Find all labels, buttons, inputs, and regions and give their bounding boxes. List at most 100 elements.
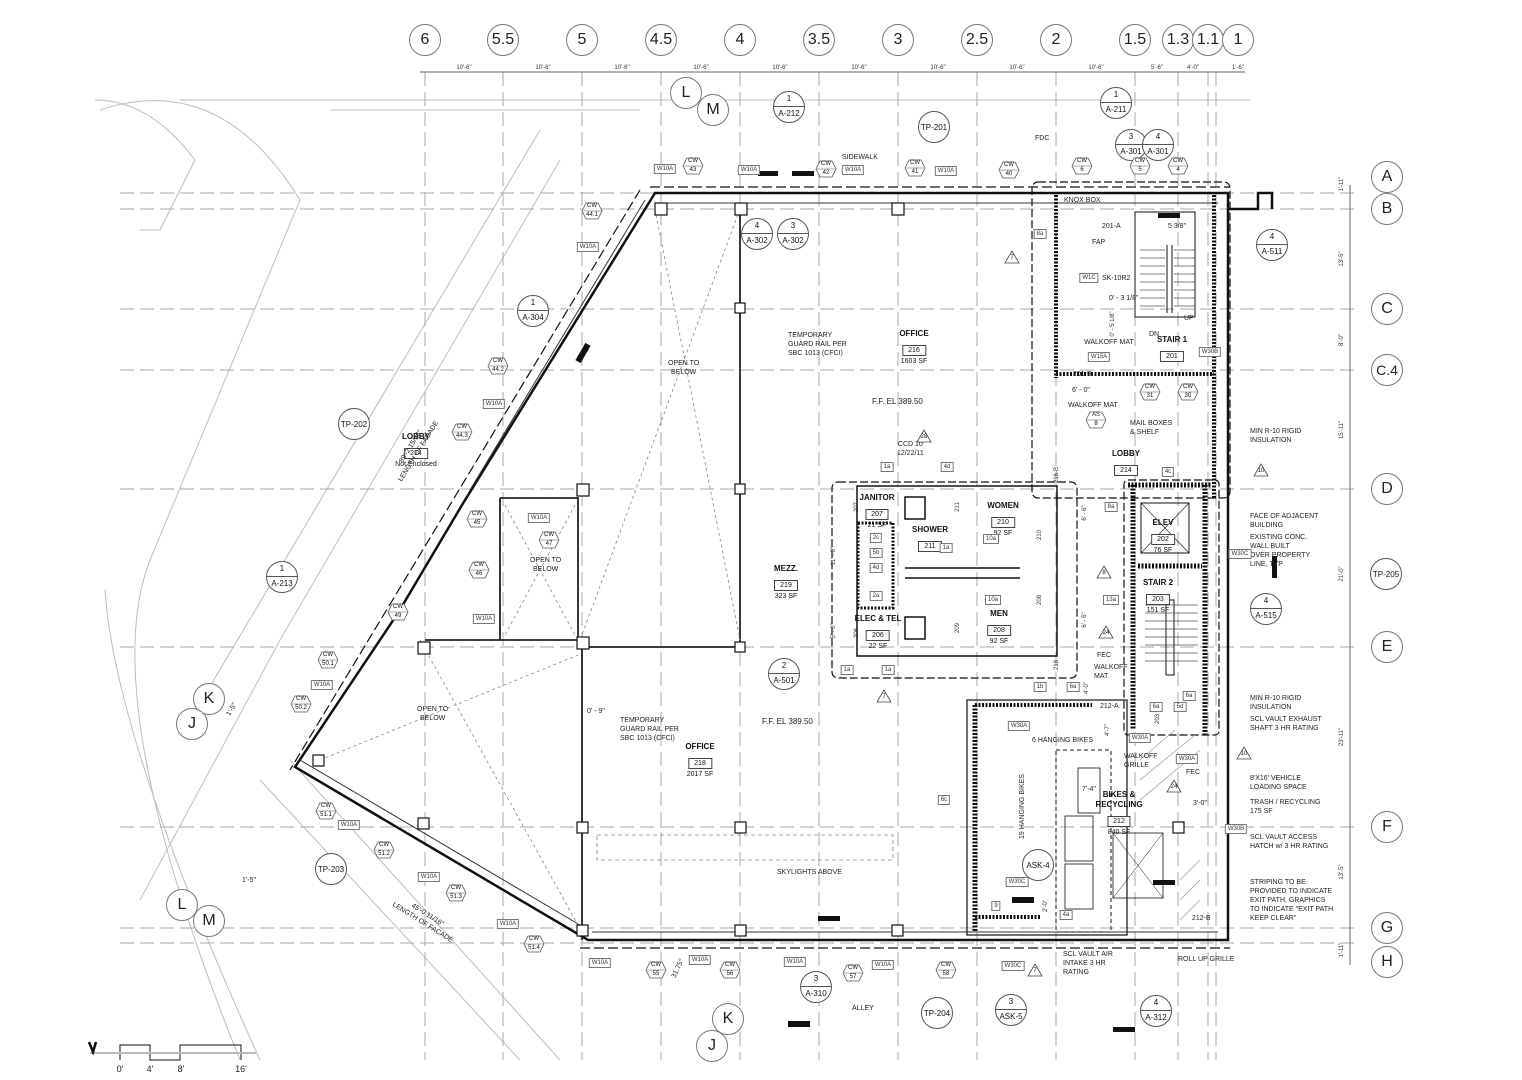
- view-marker-TP-202[interactable]: TP-202: [338, 408, 370, 440]
- window-tag: W10A: [337, 820, 361, 830]
- label-walkoff-grille: WALKOFF GRILLE: [1124, 753, 1158, 769]
- grid-bubble-5: 5: [566, 24, 598, 56]
- cw-type: CW: [910, 160, 920, 166]
- cw-type: CW: [688, 158, 698, 164]
- grid-bubble-3: 3: [882, 24, 914, 56]
- cw-type: CW: [1004, 162, 1014, 168]
- dim-7-4: 7'-4": [1082, 786, 1096, 793]
- dim-6-0: 6' - 0": [1072, 387, 1090, 394]
- revision-triangle-icon: 7: [1027, 963, 1043, 977]
- door-201-a: 201-A: [1102, 223, 1121, 230]
- grid-bubble-K-left: K: [193, 683, 225, 715]
- dim-3-0: 3'-0": [1193, 800, 1207, 807]
- door-212-b: 212-B: [1192, 915, 1211, 922]
- scale-label-4: 4': [146, 1064, 154, 1074]
- stair-1-treads: [1140, 249, 1195, 307]
- note-loading-space: 8'X16' VEHICLE LOADING SPACE: [1250, 775, 1307, 791]
- view-marker-ASK-4[interactable]: ASK-4: [1022, 849, 1054, 881]
- window-tag: W30C: [1228, 549, 1252, 559]
- door-tag: 6a: [1149, 702, 1163, 712]
- label-fap: FAP: [1092, 239, 1106, 246]
- cw-number: 51.1: [320, 812, 332, 818]
- door-tag: 1a: [880, 462, 894, 472]
- grid-spacing: 10'-6": [535, 65, 551, 71]
- cw-number: 56: [726, 971, 734, 977]
- window-tag: W10A: [653, 164, 677, 174]
- revision-number: 8: [1102, 570, 1106, 576]
- curtain-wall-inner: [299, 199, 1218, 933]
- label-walkoff-mat-3: WALKOFF MAT: [1094, 664, 1128, 680]
- note-trash-recycling: TRASH / RECYCLING 175 SF: [1250, 799, 1321, 815]
- skylight-outline: [596, 834, 894, 861]
- view-marker-TP-201[interactable]: TP-201: [918, 111, 950, 143]
- view-marker-TP-203[interactable]: TP-203: [315, 853, 347, 885]
- door-tag: 5b: [869, 548, 883, 558]
- window-tag: W10A: [688, 955, 712, 965]
- room-elev-202: ELEV 202 76 SF: [1151, 518, 1175, 554]
- door-number: 211: [955, 502, 961, 512]
- door-number: 206: [854, 627, 860, 639]
- revision-number: 7: [882, 694, 886, 700]
- revision-triangle-icon: 24: [1098, 625, 1114, 639]
- revision-number: 10: [1257, 468, 1265, 474]
- cw-number: 51.4: [528, 945, 540, 951]
- cw-number: 51.3: [450, 894, 462, 900]
- grid-spacing: 10'-6": [1088, 65, 1104, 71]
- revision-triangle-icon: 10: [1236, 746, 1252, 760]
- label-walkoff-mat-1: WALKOFF MAT: [1084, 339, 1134, 346]
- label-mail-boxes: MAIL BOXES & SHELF: [1130, 420, 1173, 436]
- cw-number: 45: [473, 520, 481, 526]
- grid-spacing: 5'-6": [1151, 65, 1163, 71]
- note-existing-wall: EXISTING CONC. WALL BUILT OVER PROPERTY …: [1250, 534, 1311, 568]
- grid-bubble-G: G: [1371, 912, 1403, 944]
- grid-spacing: 13'-5": [1339, 864, 1345, 880]
- door-number: 216-B: [1054, 466, 1060, 484]
- door-tag: 13a: [1102, 595, 1120, 605]
- restroom-core: [831, 481, 1078, 679]
- open-to-below-lines: [319, 208, 741, 926]
- door-tag: 8a: [1104, 502, 1118, 512]
- label-knox-box: KNOX BOX: [1064, 197, 1101, 204]
- cw-type: CW: [651, 962, 661, 968]
- grid-spacing: 10'-6": [851, 65, 867, 71]
- note-insulation-top: MIN R-10 RIGID INSULATION: [1250, 428, 1302, 444]
- view-marker-TP-205[interactable]: TP-205: [1370, 558, 1402, 590]
- cw-type: CW: [821, 161, 831, 167]
- label-19-hanging-bikes: 19 HANGING BIKES: [1018, 774, 1026, 839]
- cw-type: CW: [472, 511, 482, 517]
- grid-bubble-1: 1: [1222, 24, 1254, 56]
- door-tag: 10a: [984, 595, 1002, 605]
- elevation-marker-lower: F.F. EL 389.50: [762, 717, 813, 726]
- grid-bubble-L-left: L: [166, 889, 198, 921]
- label-fec-1: FEC: [1186, 769, 1200, 776]
- view-marker-TP-204[interactable]: TP-204: [921, 997, 953, 1029]
- grid-spacing: 13'-5": [1339, 251, 1345, 267]
- window-tag: W15A: [1087, 352, 1111, 362]
- grid-bubble-J-bottom: J: [696, 1030, 728, 1062]
- label-fdc: FDC: [1035, 135, 1050, 142]
